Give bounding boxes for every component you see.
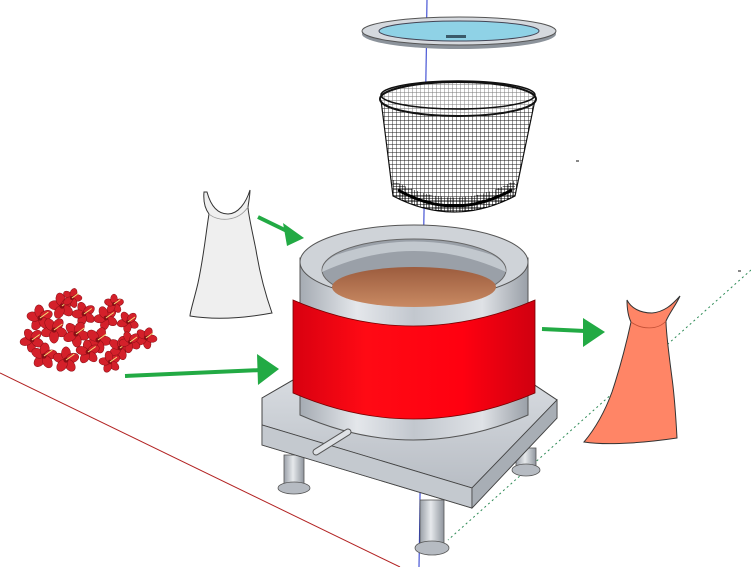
- hibiscus-flower: [118, 331, 141, 354]
- lid: [361, 16, 557, 49]
- arrow-right-icon: [541, 318, 605, 347]
- hibiscus-flower: [19, 328, 44, 353]
- arrow-right-icon: [124, 354, 279, 385]
- hibiscus-flower: [63, 288, 83, 308]
- hibiscus-flower: [53, 346, 79, 372]
- red-axis-line: [0, 372, 401, 567]
- dye-pot: [292, 224, 536, 456]
- hibiscus-flower: [135, 327, 158, 350]
- tank-top-white-icon: [189, 189, 273, 319]
- tank-top-dyed-icon: [583, 295, 681, 445]
- hibiscus-flower: [31, 342, 58, 369]
- arrow-right-icon: [257, 215, 304, 246]
- hibiscus-flower: [93, 306, 118, 331]
- hibiscus-flower: [75, 339, 100, 364]
- hibiscus-flower: [116, 311, 139, 334]
- reference-dots: [576, 160, 741, 272]
- hibiscus-flower: [104, 293, 124, 313]
- hibiscus-flower: [98, 350, 121, 373]
- hibiscus-flower: [63, 321, 90, 348]
- mesh-basket: [379, 80, 537, 213]
- hibiscus-flower: [41, 318, 67, 344]
- hibiscus-flower: [26, 304, 53, 331]
- hibiscus-flowers-icon: [19, 288, 158, 373]
